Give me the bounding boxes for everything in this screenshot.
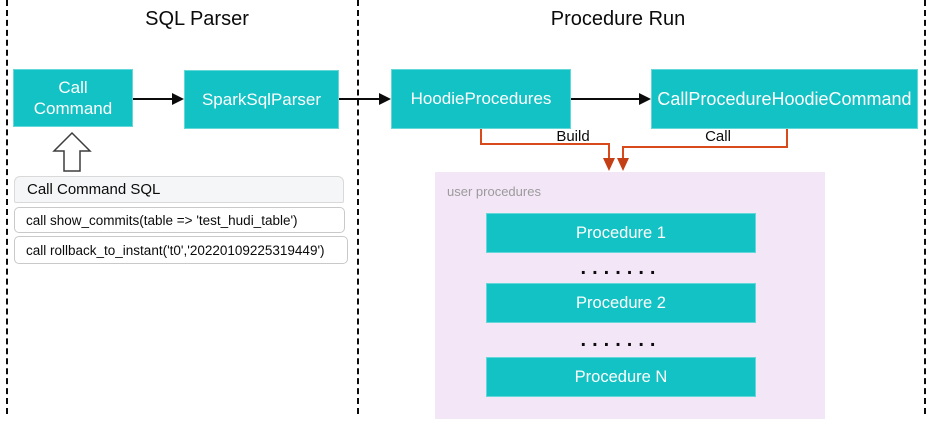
edge-label-call: Call — [705, 128, 731, 145]
edge-label-build: Build — [556, 128, 590, 145]
connector-build — [480, 129, 615, 171]
arrowhead-icon — [172, 93, 184, 105]
dashed-border-right — [924, 0, 926, 414]
sql-panel-header: Call Command SQL — [14, 176, 344, 203]
arrowhead-icon — [639, 93, 651, 105]
ellipsis-dots: ....... — [580, 329, 662, 351]
node-procedure-1: Procedure 1 — [486, 213, 756, 253]
arrowhead-icon — [379, 93, 391, 105]
arrow-callcommand-to-parser — [133, 93, 184, 105]
section-title-sql-parser: SQL Parser — [145, 8, 249, 30]
arrowhead-icon — [603, 158, 615, 171]
sql-row: call show_commits(table => 'test_hudi_ta… — [14, 207, 345, 233]
arrow-hoodieprocedures-to-command — [571, 93, 651, 105]
ellipsis-dots: ....... — [580, 257, 662, 279]
node-procedure-n: Procedure N — [486, 357, 756, 397]
section-title-procedure-run: Procedure Run — [550, 8, 686, 30]
sql-row: call rollback_to_instant('t0','202201092… — [14, 236, 348, 264]
node-sparksqlparser: SparkSqlParser — [184, 70, 339, 129]
node-hoodieprocedures: HoodieProcedures — [391, 69, 571, 129]
arrowhead-icon — [617, 158, 629, 171]
node-procedure-2: Procedure 2 — [486, 283, 756, 323]
node-call-command: Call Command — [13, 69, 133, 127]
arrow-parser-to-hoodieprocedures — [339, 93, 391, 105]
hollow-up-arrow-icon — [52, 131, 92, 172]
dashed-border-left — [6, 0, 8, 414]
node-callprocedurehoodiecommand: CallProcedureHoodieCommand — [651, 69, 918, 129]
connector-call — [617, 129, 788, 171]
dashed-border-middle — [357, 0, 359, 414]
user-procedures-label: user procedures — [447, 184, 541, 199]
